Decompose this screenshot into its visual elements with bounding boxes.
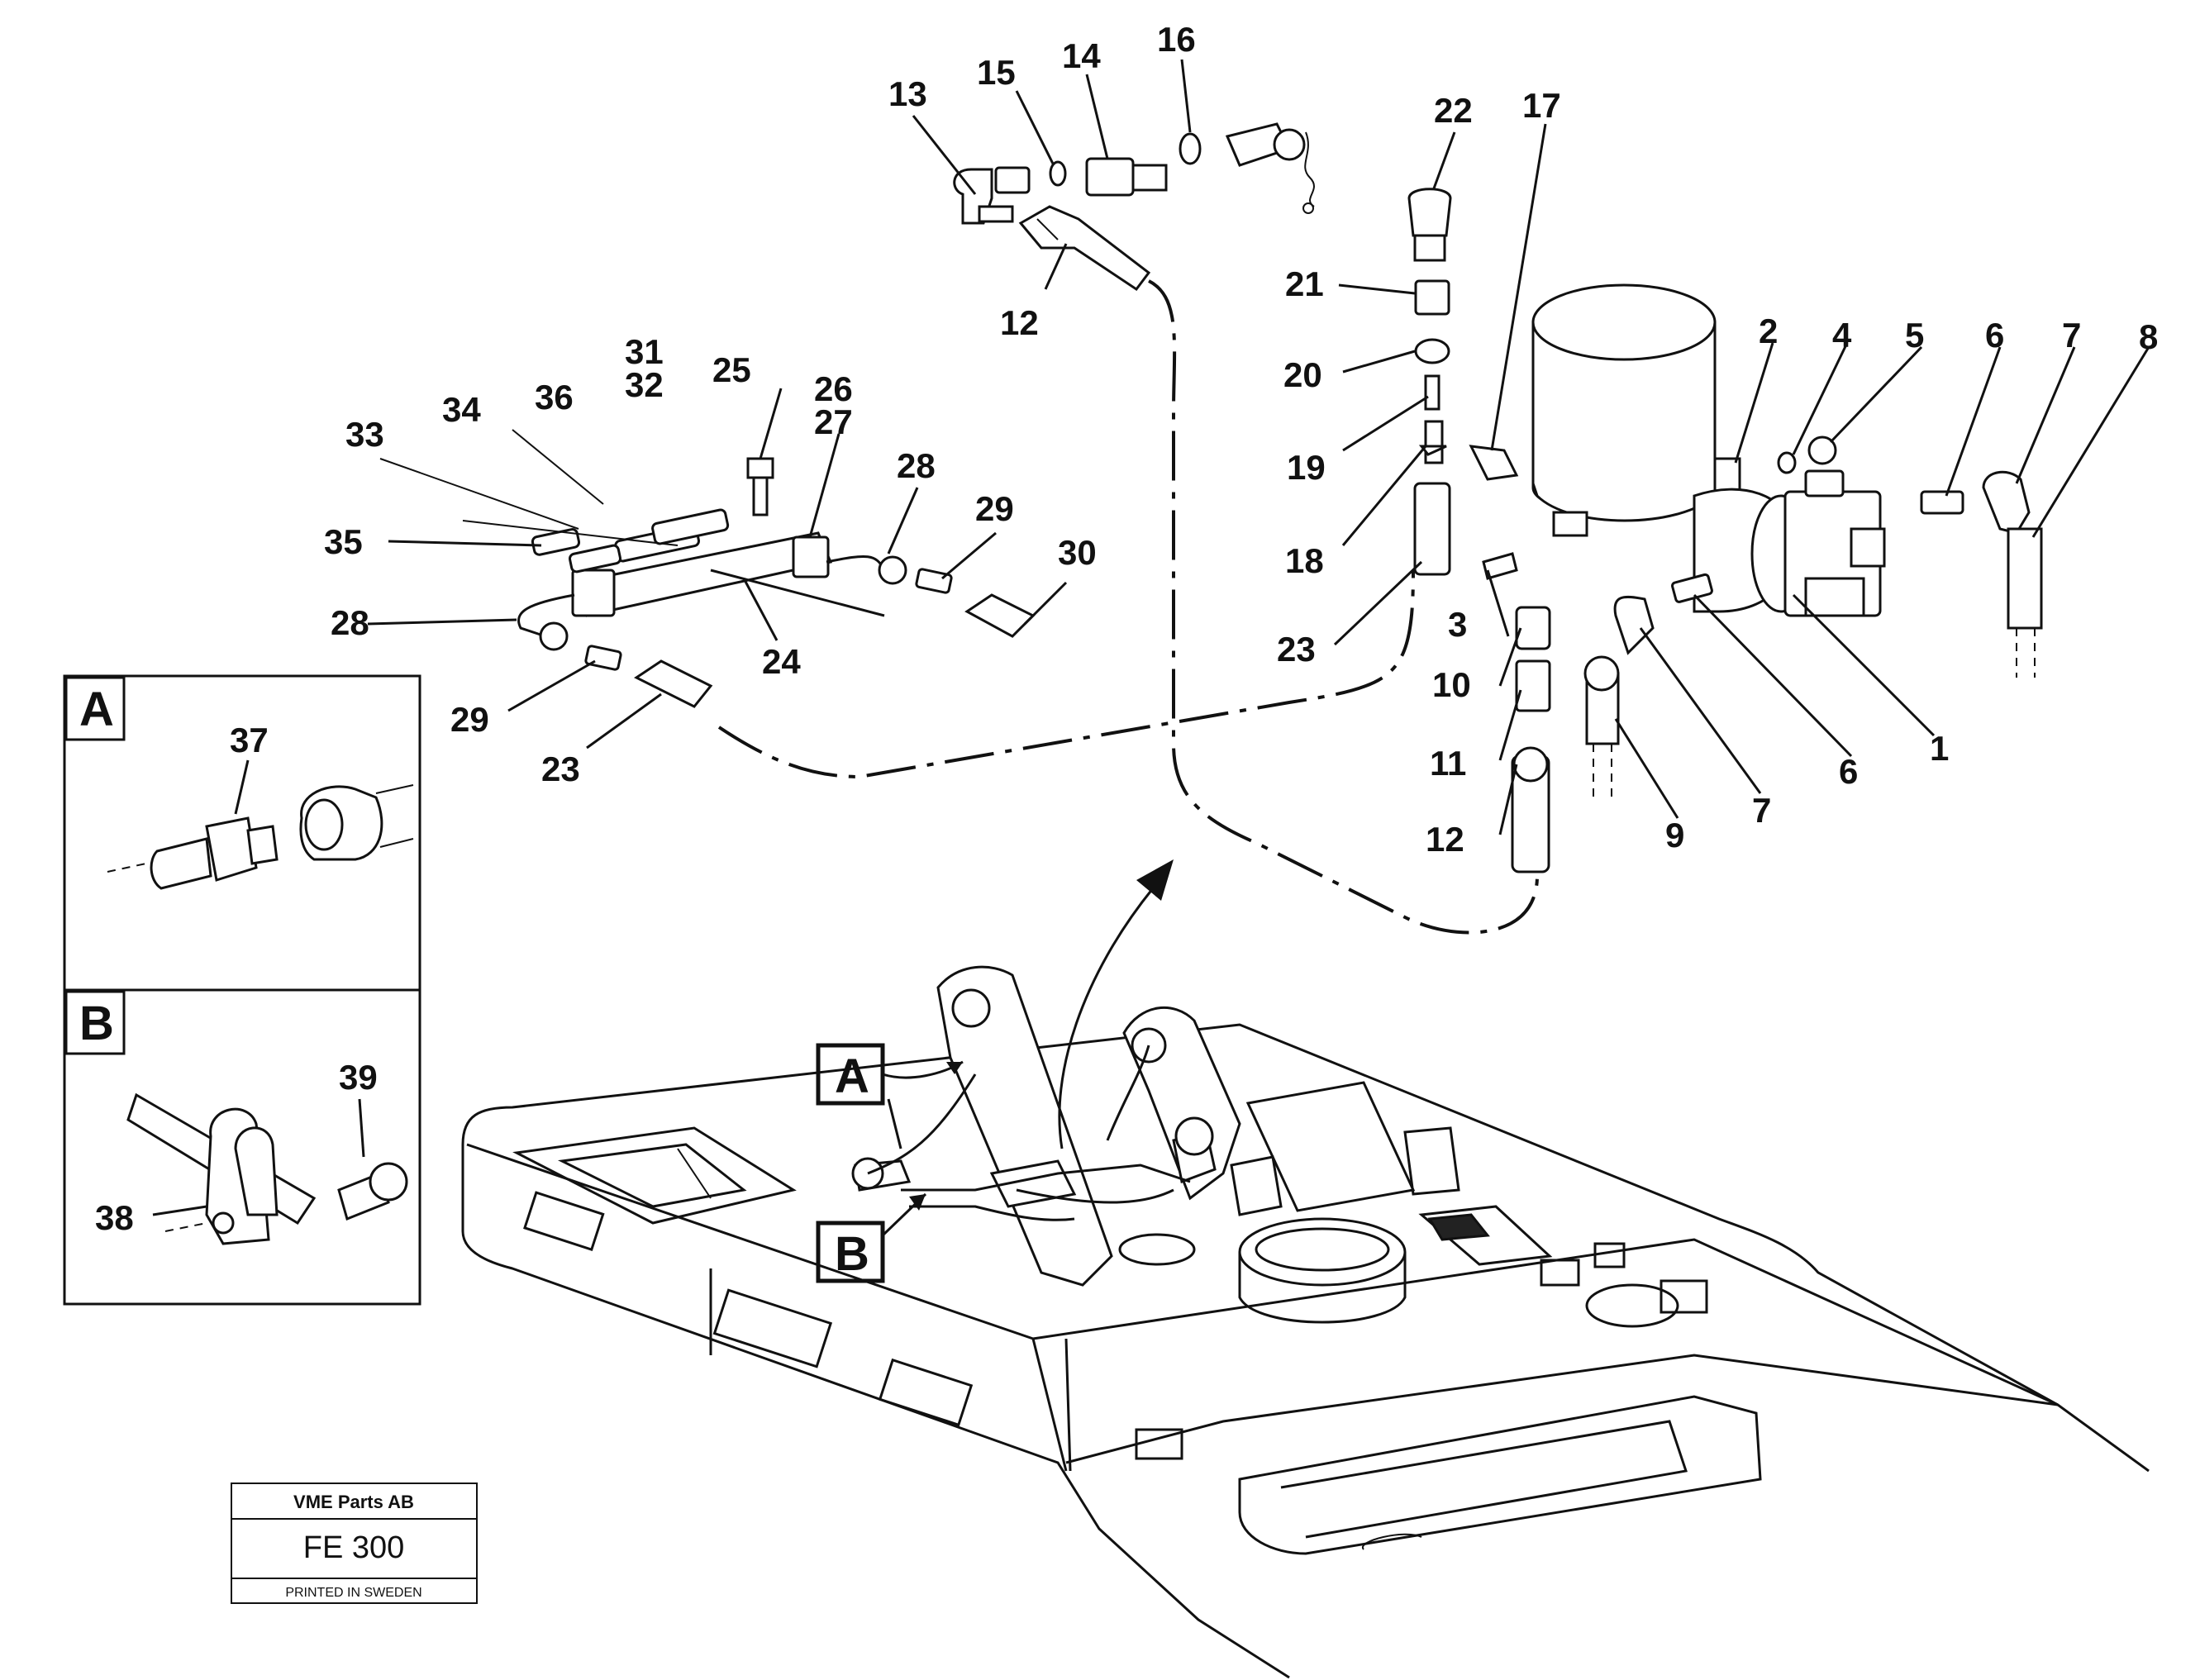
manifold-assembly <box>379 429 1036 708</box>
callout-16: 16 <box>1157 20 1196 59</box>
hose-coupling-group <box>953 122 1315 292</box>
stamp-printed: PRINTED IN SWEDEN <box>285 1586 421 1600</box>
callout-20: 20 <box>1283 355 1322 394</box>
callout-15: 15 <box>977 53 1016 92</box>
detail-box-b: B 39 38 <box>63 988 421 1306</box>
view-marker-a: A <box>835 1049 869 1103</box>
stamp-code: FE 300 <box>303 1530 405 1565</box>
view-marker-b: B <box>835 1227 869 1281</box>
callout-1: 1 <box>1930 729 1949 768</box>
title-stamp: VME Parts AB FE 300 PRINTED IN SWEDEN <box>231 1482 478 1604</box>
callout-22: 22 <box>1434 91 1473 130</box>
callout-6-upper: 6 <box>1985 316 2004 355</box>
callout-18: 18 <box>1285 541 1324 580</box>
callout-12-lower: 12 <box>1426 820 1464 859</box>
callout-26: 26 <box>814 369 853 408</box>
callout-23-right: 23 <box>1277 630 1316 669</box>
hose-routing <box>717 279 1539 935</box>
callout-35: 35 <box>324 522 363 561</box>
callout-28-upper: 28 <box>897 446 936 485</box>
callout-28-lower: 28 <box>331 603 369 642</box>
callout-29-upper: 29 <box>975 489 1014 528</box>
callout-labels: 13 15 14 16 22 17 12 21 2 4 5 6 7 8 20 3… <box>324 20 2158 859</box>
detail-box-a: A 37 <box>63 674 421 992</box>
callout-29-lower: 29 <box>450 700 489 739</box>
callout-2: 2 <box>1759 312 1778 350</box>
callout-9: 9 <box>1665 816 1684 854</box>
callout-27: 27 <box>814 402 853 441</box>
callout-37: 37 <box>230 721 269 759</box>
callout-33: 33 <box>345 415 384 454</box>
callout-17: 17 <box>1522 86 1561 125</box>
callout-5: 5 <box>1905 316 1924 355</box>
callout-19: 19 <box>1287 448 1326 487</box>
callout-12-upper: 12 <box>1000 303 1039 342</box>
view-markers: A B <box>816 859 1174 1283</box>
callout-8: 8 <box>2139 317 2158 356</box>
callout-3: 3 <box>1448 605 1467 644</box>
callout-13: 13 <box>888 74 927 113</box>
fitting-stack <box>1407 188 1551 873</box>
detail-box-a-label: A <box>79 683 114 736</box>
leader-lines <box>367 59 2150 835</box>
callout-31: 31 <box>625 332 664 371</box>
callout-6-lower: 6 <box>1839 752 1858 791</box>
callout-4: 4 <box>1832 316 1852 355</box>
callout-7-lower: 7 <box>1752 791 1771 830</box>
callout-25: 25 <box>712 350 751 389</box>
arrow-head-icon <box>1136 859 1174 901</box>
callout-11: 11 <box>1430 744 1466 783</box>
callout-24: 24 <box>762 642 801 681</box>
callout-7-upper: 7 <box>2062 316 2081 355</box>
callout-14: 14 <box>1062 36 1101 75</box>
air-dryer-assembly <box>1469 283 2043 802</box>
callout-32: 32 <box>625 365 664 404</box>
callout-30: 30 <box>1058 533 1097 572</box>
callout-39: 39 <box>339 1058 378 1097</box>
callout-34: 34 <box>442 390 481 429</box>
callout-38: 38 <box>95 1198 134 1237</box>
detail-box-b-label: B <box>79 997 114 1050</box>
callout-36: 36 <box>535 378 574 416</box>
machine-frame <box>461 965 2150 1679</box>
callout-23-left: 23 <box>541 750 580 788</box>
stamp-company: VME Parts AB <box>293 1492 414 1512</box>
callout-10: 10 <box>1432 665 1471 704</box>
callout-21: 21 <box>1285 264 1324 303</box>
